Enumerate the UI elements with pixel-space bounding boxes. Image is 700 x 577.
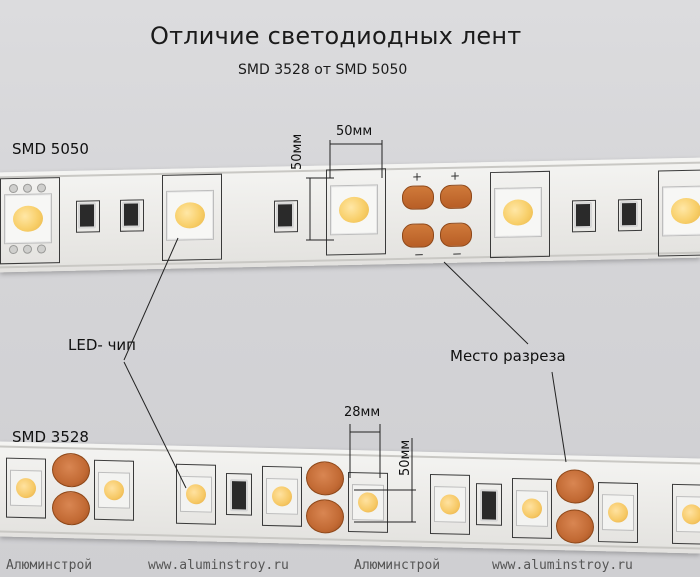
dimension-width-5050: 50мм: [336, 124, 373, 139]
dimension-width-3528: 28мм: [344, 405, 381, 420]
led-chip-label: LED- чип: [68, 336, 136, 354]
callout-line: [123, 361, 187, 489]
cut-place-label: Место разреза: [450, 347, 566, 365]
page-subtitle: SMD 3528 от SMD 5050: [238, 62, 408, 78]
page-title: Отличие светодиодных лент: [150, 22, 522, 50]
callout-line: [443, 261, 529, 345]
watermark-text: Алюминстрой: [6, 558, 93, 573]
watermark-url: www.aluminstroy.ru: [148, 558, 289, 573]
callout-line: [551, 371, 567, 463]
watermark-url: www.aluminstroy.ru: [492, 558, 633, 573]
watermark-text: Алюминстрой: [354, 558, 441, 573]
callout-line: [123, 237, 179, 361]
smd5050-label: SMD 5050: [12, 140, 89, 158]
